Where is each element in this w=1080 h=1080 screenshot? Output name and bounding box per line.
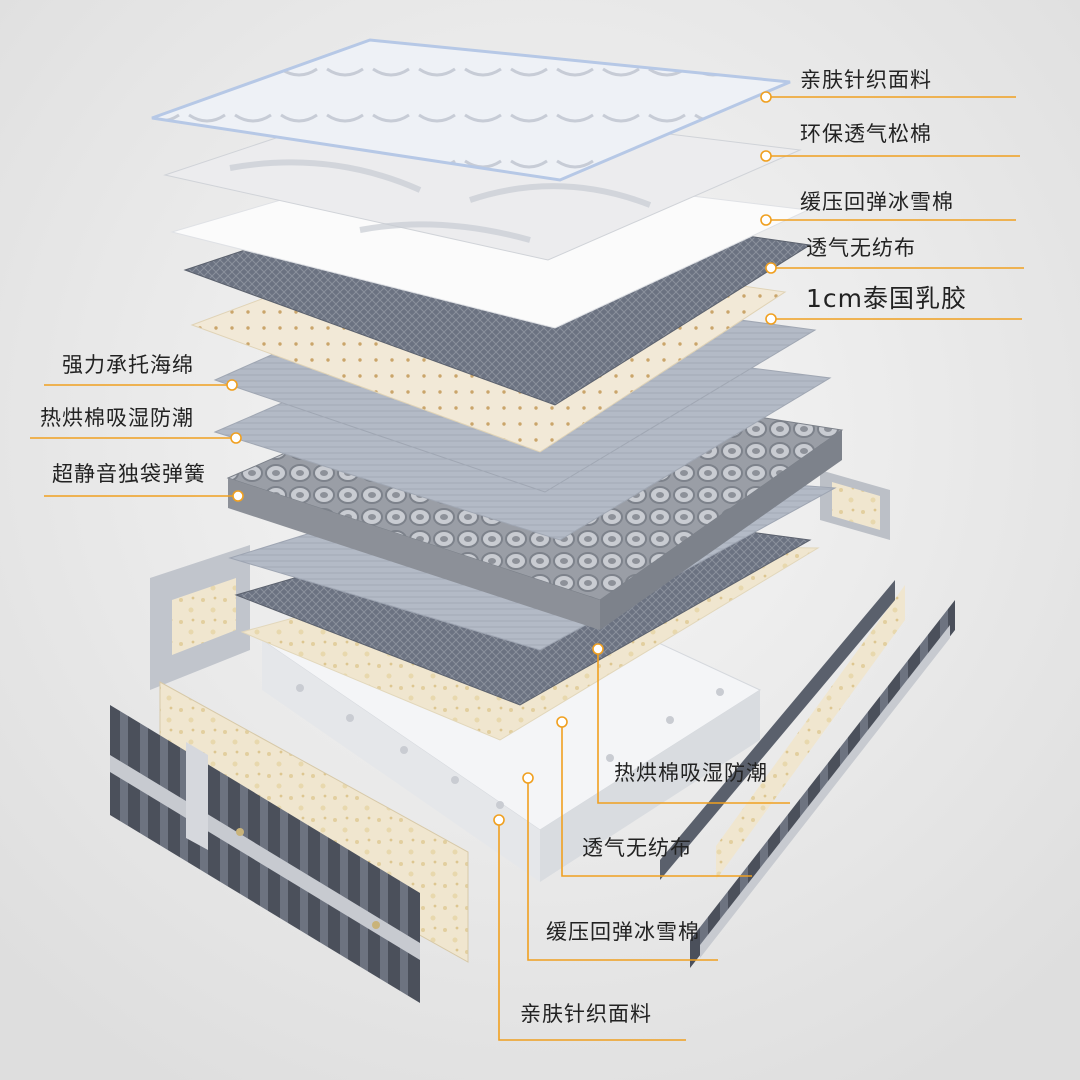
label-support-sponge: 强力承托海绵 [62,353,194,377]
label-hot-air-cotton-bottom: 热烘棉吸湿防潮 [614,761,768,785]
label-nonwoven-top: 透气无纺布 [806,236,916,260]
label-hot-air-cotton-left: 热烘棉吸湿防潮 [40,406,194,430]
leader-right-2 [760,150,1020,162]
leader-right-1 [760,91,1016,103]
label-knit-fabric-top: 亲肤针织面料 [800,68,932,92]
leader-bottom-1 [592,643,790,804]
leader-right-4 [765,262,1024,274]
leader-right-5 [765,313,1022,325]
label-eco-breathable-cotton: 环保透气松棉 [800,122,932,146]
label-thai-latex: 1cm泰国乳胶 [806,284,968,313]
leader-lines [30,91,1024,1041]
label-cold-foam-bottom: 缓压回弹冰雪棉 [546,920,700,944]
mattress-stack-layers [151,38,844,741]
label-cold-foam-top: 缓压回弹冰雪棉 [800,190,954,214]
leader-bottom-4 [493,814,686,1041]
leader-left-2 [30,432,242,444]
label-nonwoven-bottom: 透气无纺布 [582,836,692,860]
leader-left-1 [44,379,238,391]
leader-bottom-2 [556,716,752,877]
leader-left-3 [44,490,244,502]
leader-bottom-3 [522,772,718,961]
label-pocket-springs: 超静音独袋弹簧 [52,462,206,486]
label-knit-fabric-bottom: 亲肤针织面料 [520,1002,652,1026]
leader-right-3 [760,214,1016,226]
